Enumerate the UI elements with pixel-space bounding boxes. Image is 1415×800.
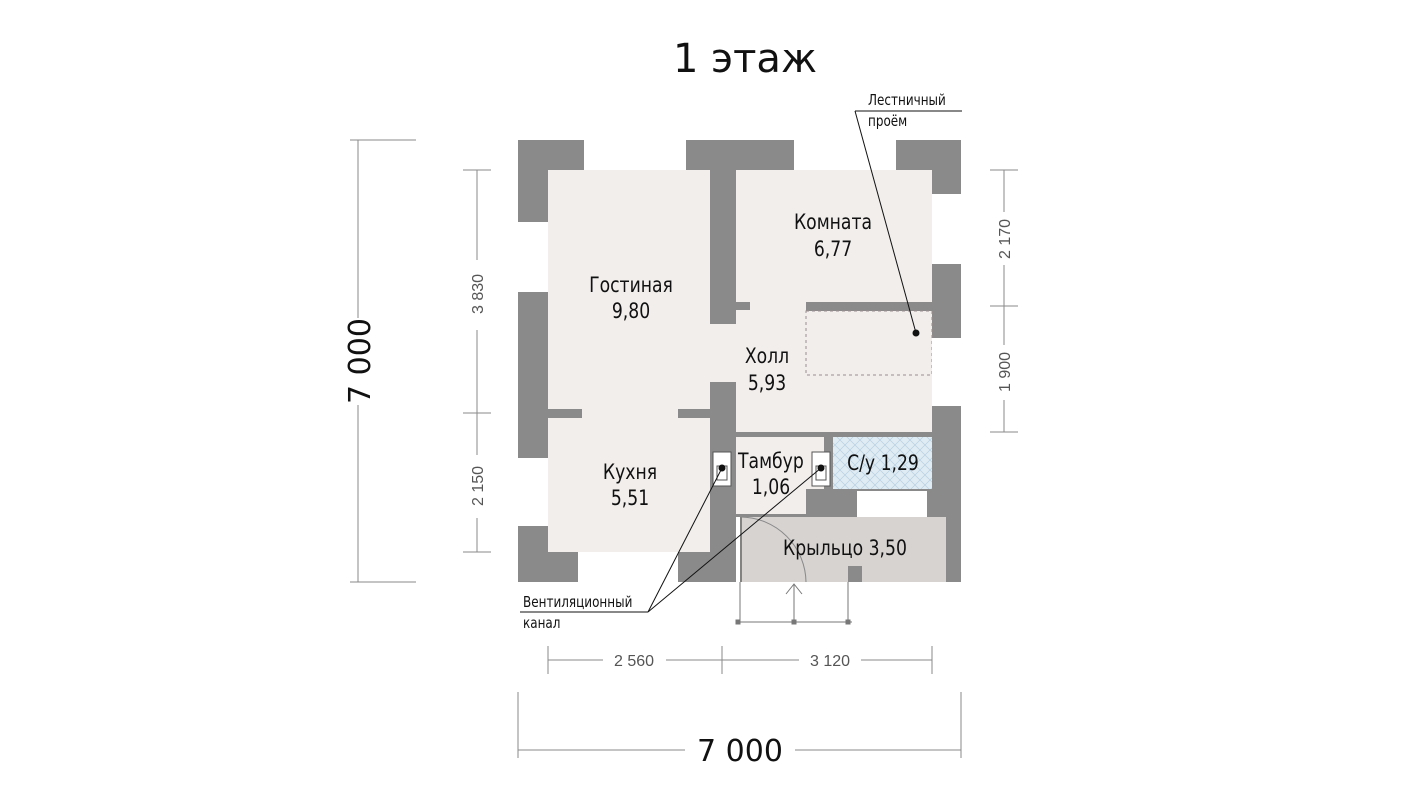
wall-living-kitchen-left xyxy=(548,409,582,418)
window-left-upper xyxy=(518,222,548,292)
bathroom-floor xyxy=(833,437,932,489)
hall-floor-upper xyxy=(710,302,932,382)
leader-lines xyxy=(520,110,962,613)
kitchen-area: 5,51 xyxy=(611,485,649,510)
vent-channel-note-line1: Вентиляционный xyxy=(523,594,632,612)
dim-right-lower: 1 900 xyxy=(997,352,1014,392)
room-floors xyxy=(548,170,932,552)
window-top-left xyxy=(584,140,686,170)
window-top-right xyxy=(794,140,896,170)
wall-living-room xyxy=(710,170,736,324)
vestibule-area: 1,06 xyxy=(752,474,790,499)
stair-opening-note-line2: проём xyxy=(868,113,907,131)
vestibule-name: Тамбур xyxy=(737,448,804,473)
vent-leader-dot-right xyxy=(817,464,825,472)
dim-right-upper: 2 170 xyxy=(997,219,1014,259)
vent-leader-dot-left xyxy=(718,464,726,472)
floor-title: 1 этаж xyxy=(673,36,817,82)
stair-leader-dot xyxy=(912,329,920,337)
dim-overall-height: 7 000 xyxy=(343,318,378,404)
arrow-up-icon xyxy=(785,583,803,595)
dim-overall-width: 7 000 xyxy=(697,734,783,769)
kitchen-name: Кухня xyxy=(603,459,657,484)
porch xyxy=(736,514,961,582)
wall-living-kitchen-right xyxy=(678,409,736,418)
dim-bottom-right: 3 120 xyxy=(810,653,850,670)
kitchen-floor xyxy=(548,418,710,552)
stair-opening-note-line1: Лестничный xyxy=(868,92,946,110)
hall-area: 5,93 xyxy=(748,370,786,395)
wall-room-stair xyxy=(806,302,932,311)
porch-floor xyxy=(806,517,946,582)
window-bottom-left xyxy=(578,552,678,582)
hall-name: Холл xyxy=(745,343,789,368)
vent-channel-note-line2: канал xyxy=(523,615,560,633)
window-bathroom xyxy=(857,491,927,517)
living-room-area: 9,80 xyxy=(612,298,650,323)
dim-bottom-left: 2 560 xyxy=(614,653,654,670)
living-room-name: Гостиная xyxy=(589,272,673,297)
room-area: 6,77 xyxy=(814,236,852,261)
window-right-upper xyxy=(932,194,961,264)
porch-label: Крыльцо 3,50 xyxy=(783,535,907,560)
room-floor xyxy=(736,170,932,302)
entrance-steps xyxy=(735,582,852,625)
bathroom-label: С/у 1,29 xyxy=(847,450,919,475)
window-left-lower xyxy=(518,458,548,526)
room-labels: Гостиная 9,80 Комната 6,77 Холл 5,93 Кух… xyxy=(589,209,919,560)
dim-left-lower: 2 150 xyxy=(470,466,487,506)
dim-left-upper: 3 830 xyxy=(470,274,487,314)
dimension-lines xyxy=(350,139,1018,758)
entrance-door xyxy=(740,516,807,583)
hall-floor-lower xyxy=(736,382,932,432)
living-room-floor xyxy=(548,170,710,410)
windows xyxy=(518,140,961,582)
room-name: Комната xyxy=(794,209,872,234)
window-right-lower xyxy=(932,338,961,406)
